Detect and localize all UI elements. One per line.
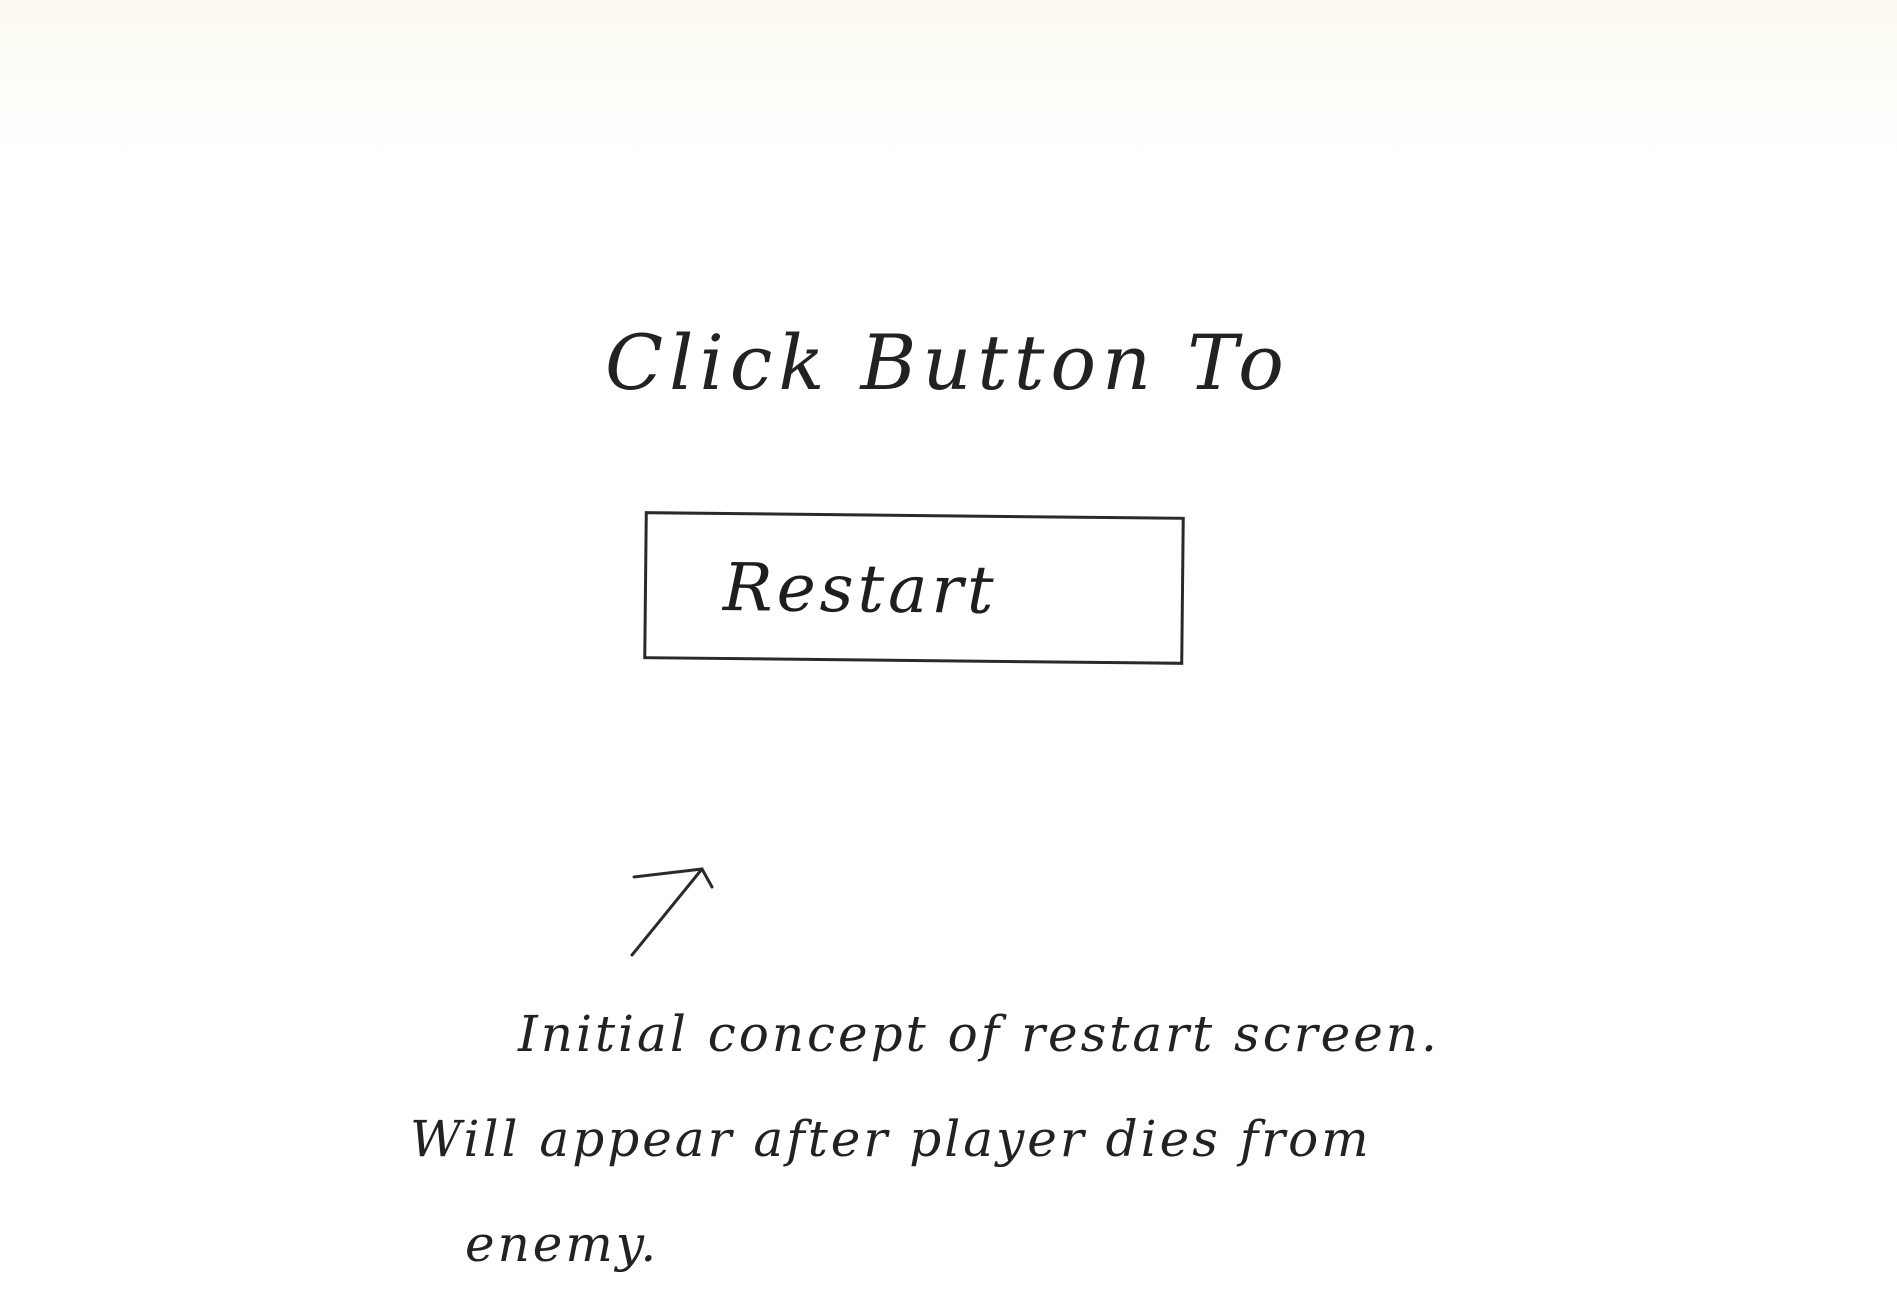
prompt-heading: Click Button To (605, 318, 1290, 407)
restart-button[interactable]: Restart (643, 511, 1185, 665)
concept-note-line-3: enemy. (465, 1215, 660, 1273)
concept-note-line-1: Initial concept of restart screen. (518, 1005, 1440, 1063)
arrow-icon (630, 867, 714, 957)
restart-button-label: Restart (722, 549, 998, 629)
concept-note-line-2: Will appear after player dies from (410, 1110, 1372, 1168)
